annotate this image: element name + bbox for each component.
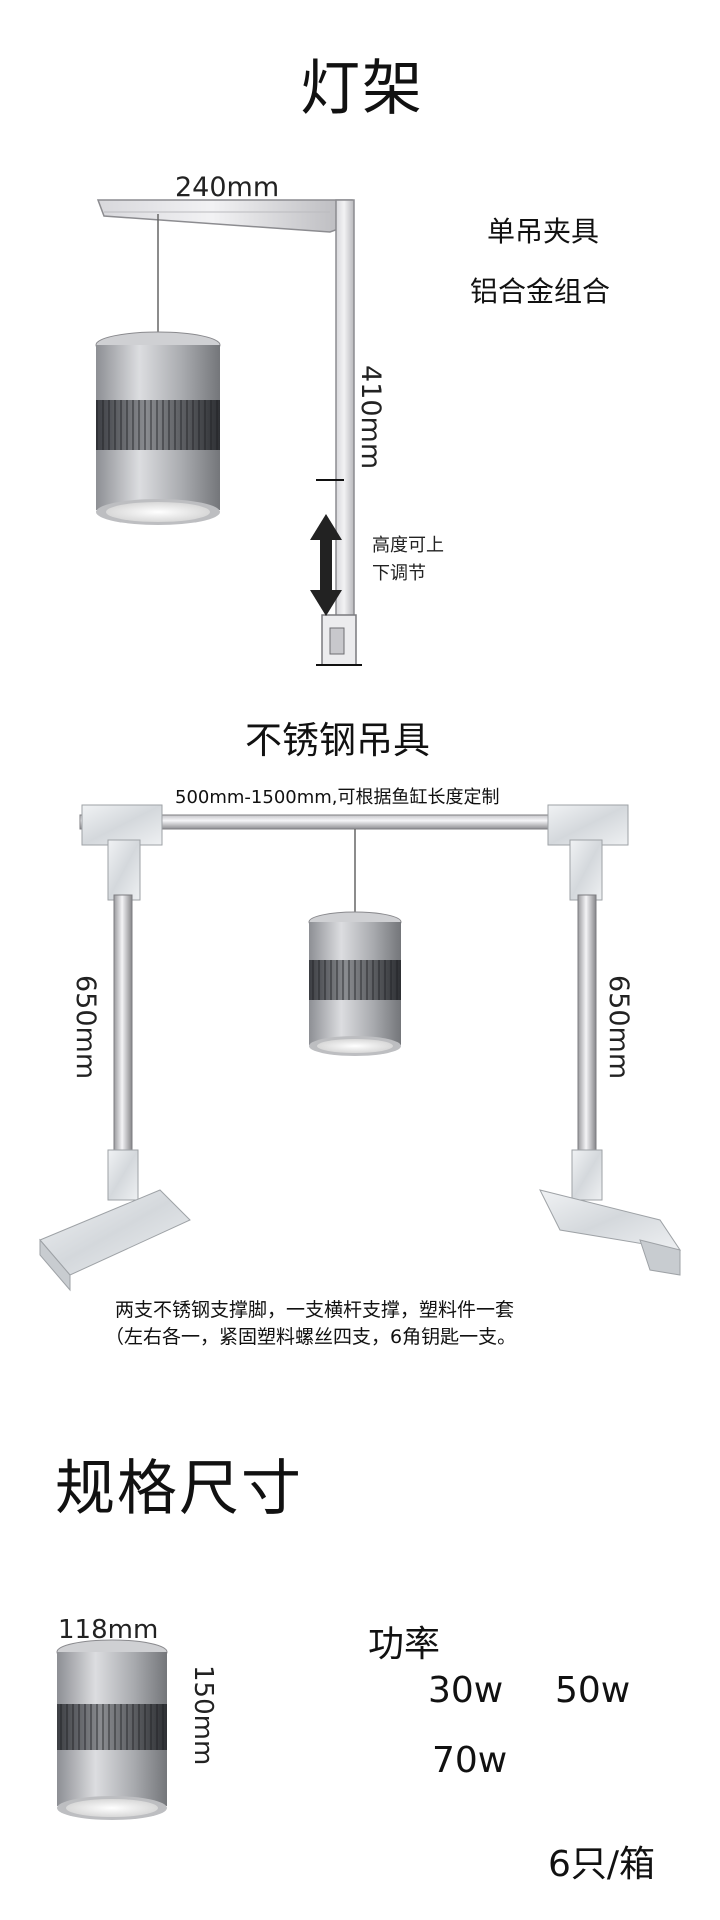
left-leg-dimension: 650mm — [70, 975, 101, 1080]
lamp-height-dimension: 150mm — [188, 1665, 218, 1766]
hanger-pendant-lamp — [308, 911, 402, 1056]
left-foot-clamp — [39, 1149, 191, 1292]
spec-pendant-lamp — [56, 1639, 168, 1820]
height-adjust-note-line1: 高度可上 — [372, 535, 444, 556]
right-leg-dimension: 650mm — [603, 975, 634, 1080]
span-length-note: 500mm-1500mm,可根据鱼缸长度定制 — [175, 787, 500, 808]
right-connector — [547, 804, 629, 901]
stainless-hanger-illustration — [39, 804, 682, 1292]
bracket-vertical-arm — [316, 199, 362, 666]
power-option-50w: 50w — [555, 1670, 631, 1711]
bracket-width-dimension: 240mm — [175, 172, 280, 203]
bracket-height-dimension: 410mm — [355, 365, 386, 470]
section3-title: 规格尺寸 — [55, 1454, 303, 1524]
feature-mount-type: 单吊夹具 — [487, 215, 600, 248]
height-adjust-arrow-icon — [310, 514, 342, 616]
pendant-lamp — [95, 331, 221, 525]
bracket-illustration — [95, 199, 362, 666]
power-option-30w: 30w — [428, 1670, 504, 1711]
hanger-description-line1: 两支不锈钢支撑脚，一支横杆支撑，塑料件一套 — [115, 1299, 515, 1321]
right-foot-clamp — [539, 1149, 682, 1276]
power-label: 功率 — [368, 1624, 441, 1665]
section1-title: 灯架 — [300, 54, 424, 124]
lamp-diameter-dimension: 118mm — [58, 1615, 159, 1645]
feature-material: 铝合金组合 — [470, 275, 611, 308]
height-adjust-note-line2: 下调节 — [372, 563, 426, 584]
hanger-description-line2: （左右各一，紧固塑料螺丝四支，6角钥匙一支。 — [105, 1326, 517, 1348]
power-option-70w: 70w — [432, 1740, 508, 1781]
left-connector — [81, 804, 163, 901]
packing-quantity: 6只/箱 — [548, 1844, 656, 1885]
section2-title: 不锈钢吊具 — [245, 719, 430, 762]
